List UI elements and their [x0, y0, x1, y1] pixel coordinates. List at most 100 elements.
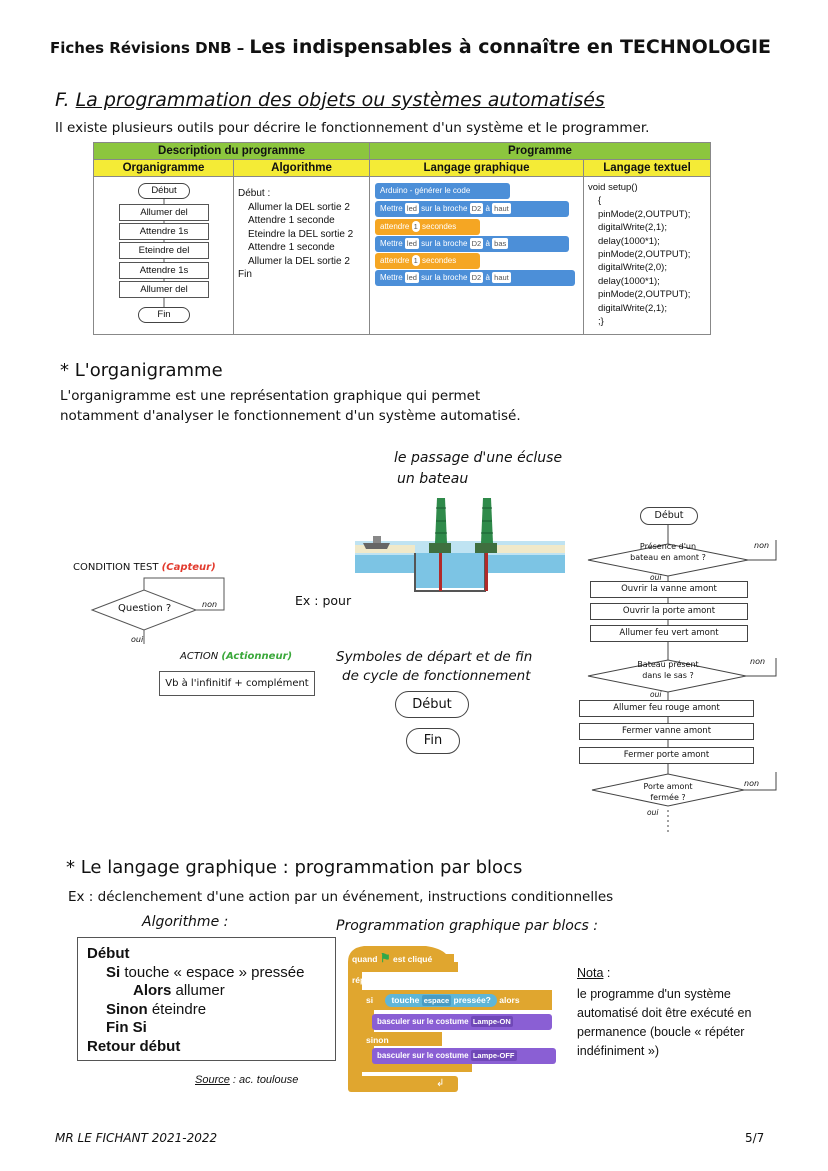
org-step: Attendre 1s	[119, 262, 209, 279]
seconds-value: 1	[411, 221, 420, 232]
algo-line: Attendre 1 seconde	[248, 242, 335, 253]
code-line: void setup()	[588, 182, 638, 193]
block-label: à	[485, 273, 490, 282]
costume-dropdown: Lampe-OFF	[470, 1050, 517, 1061]
pin-dropdown: D2	[469, 238, 484, 249]
program-table: Description du programme Programme Organ…	[93, 142, 711, 335]
algo-finsi-line: Fin Si	[106, 1019, 147, 1036]
algo-sinon-line: Sinon éteindre	[106, 1000, 207, 1018]
condition-text: CONDITION TEST	[73, 562, 159, 573]
code-line: delay(1000*1);	[598, 275, 660, 287]
code-line: pinMode(2,OUTPUT);	[598, 208, 691, 220]
nota-label: Nota	[577, 966, 604, 980]
section-f-letter: F.	[55, 89, 70, 111]
page-number: 5/7	[745, 1131, 765, 1145]
algo-line: Allumer la DEL sortie 2	[248, 255, 350, 267]
org-step: Allumer del	[119, 281, 209, 298]
condition-diamond-shape	[90, 577, 225, 644]
block-set-pin-low: Mettre led sur la broche D2 à bas	[375, 236, 569, 252]
organigramme-desc-2: notamment d'analyser le fonctionnement d…	[60, 408, 521, 424]
flow-question-2: Bateau présent dans le sas ?	[618, 659, 718, 681]
flow-q2-line2: dans le sas ?	[642, 671, 694, 680]
source-line: Source : ac. toulouse	[195, 1074, 298, 1086]
action-text: ACTION	[180, 651, 219, 662]
header-title: Les indispensables à connaître en TECHNO…	[249, 36, 772, 58]
code-line: pinMode(2,OUTPUT);	[598, 249, 691, 261]
block-label: Mettre	[380, 239, 403, 248]
level-dropdown: bas	[492, 238, 509, 249]
level-dropdown: haut	[492, 272, 511, 283]
algorithme-cell: Début : Allumer la DEL sortie 2 Attendre…	[233, 176, 370, 335]
section-f-intro: Il existe plusieurs outils pour décrire …	[55, 120, 650, 136]
flow-question-1: Présence d'un bateau en amont ?	[618, 541, 718, 563]
nota-line: le programme d'un système	[577, 987, 731, 1001]
fin-symbol: Fin	[406, 728, 460, 754]
scratch-costume-on: basculer sur le costume Lampe-ON	[372, 1014, 552, 1030]
algorithm-box: Début Si touche « espace » pressée Alors…	[77, 937, 336, 1061]
symbols-caption-2: de cycle de fonctionnement	[342, 668, 531, 684]
scratch-hat-block: quand ⚑ est cliqué	[352, 951, 432, 965]
flow-step: Allumer feu rouge amont	[579, 700, 754, 717]
block-label: Mettre	[380, 204, 403, 213]
nota-title: Nota :	[577, 966, 611, 980]
flow-oui-2: oui	[650, 690, 662, 699]
ex-pour-label: Ex : pour	[295, 593, 352, 608]
block-label: secondes	[422, 222, 457, 231]
block-set-pin-high: Mettre led sur la broche D2 à haut	[375, 270, 575, 286]
flow-non-1: non	[754, 541, 770, 550]
section-graphique-title: * Le langage graphique : programmation p…	[66, 857, 523, 878]
flow-debut: Début	[640, 507, 698, 525]
flow-non-2: non	[750, 657, 766, 666]
section-f-heading: La programmation des objets ou systèmes …	[75, 89, 605, 111]
graphique-cell: Arduino - générer le code Mettre led sur…	[369, 176, 584, 335]
flow-step: Ouvrir la porte amont	[590, 603, 748, 620]
col-header-organigramme: Organigramme	[93, 159, 234, 177]
scratch-alors: alors	[499, 995, 520, 1005]
group-header-programme: Programme	[369, 142, 711, 160]
page-header: Fiches Révisions DNB – Les indispensable…	[50, 36, 790, 58]
code-line: digitalWrite(2,1);	[598, 302, 667, 314]
blocks-caption: Programmation graphique par blocs :	[336, 918, 598, 934]
flow-step: Fermer porte amont	[579, 747, 754, 764]
lock-flowchart-lines	[587, 524, 777, 834]
action-label: ACTION (Actionneur)	[180, 651, 292, 662]
nota-line: indéfiniment »)	[577, 1044, 659, 1058]
block-arduino-header: Arduino - générer le code	[375, 183, 510, 199]
code-line: digitalWrite(2,0);	[598, 262, 667, 274]
nota-text: le programme d'un système automatisé doi…	[577, 985, 751, 1061]
condition-label: CONDITION TEST (Capteur)	[73, 562, 216, 573]
algo-caption: Algorithme :	[142, 914, 229, 930]
flow-oui-3: oui	[647, 808, 659, 817]
scratch-est-clique: est cliqué	[393, 954, 433, 964]
textuel-cell: void setup() { pinMode(2,OUTPUT); digita…	[583, 176, 711, 335]
graphique-desc: Ex : déclenchement d'une action par un é…	[68, 889, 614, 905]
scratch-si: si	[366, 995, 374, 1005]
led-dropdown: led	[404, 272, 419, 283]
scratch-else-label: sinon	[366, 1035, 389, 1045]
block-set-pin-high: Mettre led sur la broche D2 à haut	[375, 201, 569, 217]
code-line: ;}	[598, 316, 604, 328]
org-step: Attendre 1s	[119, 223, 209, 240]
block-label: secondes	[422, 256, 457, 265]
oui-label: oui	[131, 635, 144, 644]
green-flag-icon: ⚑	[379, 951, 391, 965]
flow-q3-line1: Porte amont	[643, 782, 693, 791]
org-start-pill: Début	[138, 183, 190, 199]
algo-si-line: Si touche « espace » pressée	[106, 963, 305, 981]
code-line: pinMode(2,OUTPUT);	[598, 289, 691, 301]
scratch-costume-off: basculer sur le costume Lampe-OFF	[372, 1048, 556, 1064]
symbols-caption-1: Symboles de départ et de fin	[336, 649, 533, 665]
scratch-repeat-label: répéter indéfiniment	[352, 975, 434, 985]
flow-question-3: Porte amont fermée ?	[618, 781, 718, 803]
group-header-description: Description du programme	[93, 142, 370, 160]
block-label: à	[485, 204, 490, 213]
section-f-title: F. La programmation des objets ou systèm…	[55, 89, 605, 111]
algo-debut: Début	[87, 945, 130, 962]
level-dropdown: haut	[492, 203, 511, 214]
flow-oui-1: oui	[650, 573, 662, 582]
lock-caption-1: le passage d'une écluse	[394, 450, 563, 466]
algo-line: Eteindre la DEL sortie 2	[248, 228, 354, 240]
code-line: delay(1000*1);	[598, 235, 660, 247]
block-label: à	[485, 239, 490, 248]
col-header-algorithme: Algorithme	[233, 159, 370, 177]
